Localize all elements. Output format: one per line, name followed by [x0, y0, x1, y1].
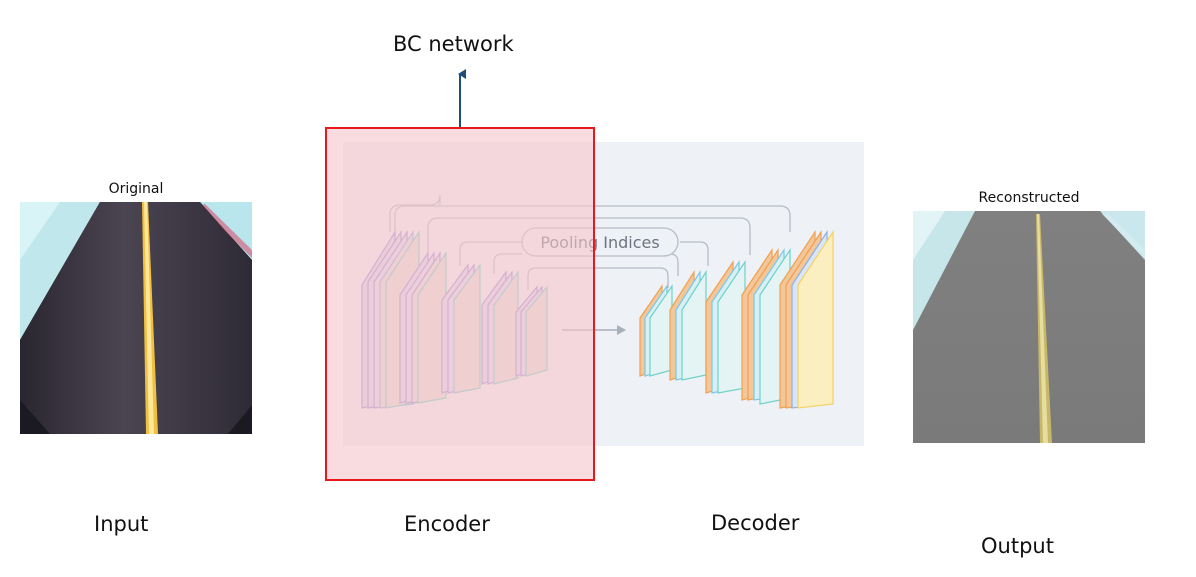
- reconstructed-title: Reconstructed: [978, 190, 1080, 206]
- original-image: [20, 202, 252, 434]
- input-label: Input: [94, 512, 149, 536]
- original-title: Original: [108, 181, 164, 197]
- decoder-label: Decoder: [711, 511, 800, 535]
- decoder-layers: [639, 230, 834, 409]
- output-label: Output: [981, 534, 1054, 558]
- reconstructed-image: [913, 211, 1145, 443]
- encoder-label: Encoder: [404, 512, 490, 536]
- encoder-highlight-box: [325, 127, 595, 481]
- bc-network-label: BC network: [393, 32, 514, 56]
